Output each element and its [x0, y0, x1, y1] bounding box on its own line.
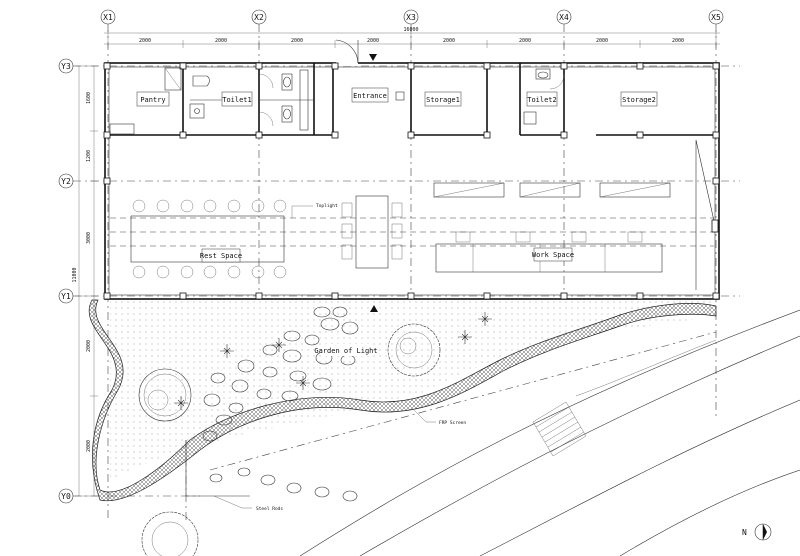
dimension-left-5: 2000: [86, 440, 92, 452]
structural-columns: [103, 62, 720, 300]
annotation-frp-screen: FRP Screen: [439, 420, 466, 426]
grid-bubble-x5: X5: [708, 9, 724, 420]
toilet2-room: Toilet2: [523, 68, 565, 125]
grid-label-x3: X3: [406, 13, 416, 22]
grid-bubble-y2: Y2: [58, 173, 740, 189]
dimension-left: 1600 1200 3000 2000 2000 11000: [72, 65, 98, 497]
room-label-storage2: Storage2: [622, 96, 656, 104]
dimension-top-2: 2000: [215, 38, 227, 44]
dimension-top-6: 2000: [519, 38, 531, 44]
entrance-room: Entrance: [351, 54, 405, 103]
grid-bubble-x1: X1: [100, 9, 116, 520]
room-label-work-space: Work Space: [532, 251, 574, 259]
street: [299, 309, 800, 556]
grid-label-y3: Y3: [61, 62, 71, 71]
annotation-toplight: Toplight: [316, 203, 338, 209]
room-label-garden: Garden of Light: [314, 347, 377, 355]
toilet-icon: [281, 73, 293, 91]
stools-bottom: [132, 265, 287, 279]
toilet-icon: [281, 105, 293, 123]
frp-screen: [88, 299, 717, 502]
dimension-left-3: 3000: [86, 232, 92, 244]
building: [103, 39, 720, 300]
garden-arrow-icon: [370, 305, 378, 312]
toilet-icon: [535, 68, 551, 80]
room-label-toilet1: Toilet1: [222, 96, 252, 104]
garden: Garden of Light Steel Rods FRP Screen: [88, 299, 717, 556]
stools-top: [132, 199, 287, 213]
basin-icon: [189, 103, 205, 119]
shrub-icons: [174, 312, 492, 410]
grid-label-y0: Y0: [61, 492, 71, 501]
grid-label-x4: X4: [559, 13, 569, 22]
north-arrow-icon: N: [742, 523, 772, 541]
grid-label-x1: X1: [103, 13, 113, 22]
tree-round: [387, 323, 441, 377]
basin-icon: [523, 111, 537, 125]
sink-icon: [192, 75, 210, 87]
dimension-top-5: 2000: [443, 38, 455, 44]
dimension-top: 16000 2000 2000 2000 2000 2000 2000 2000…: [104, 27, 720, 48]
dimension-top-7: 2000: [596, 38, 608, 44]
work-bench: [435, 243, 663, 273]
work-shelves: [433, 182, 671, 198]
annotation-steel-rods: Steel Rods: [256, 506, 283, 512]
stairs: [532, 401, 587, 457]
dimension-left-1: 1600: [86, 92, 92, 104]
dimension-top-4: 2000: [367, 38, 379, 44]
central-table: [341, 195, 403, 269]
room-label-toilet2: Toilet2: [527, 96, 557, 104]
storage2-room: Storage2: [620, 91, 658, 107]
room-label-entrance: Entrance: [353, 92, 387, 100]
grid-bubble-x3: X3: [403, 9, 419, 300]
dimension-top-8: 2000: [672, 38, 684, 44]
toplight-annotation: Toplight: [291, 203, 338, 218]
grid-label-y1: Y1: [61, 292, 71, 301]
north-label: N: [742, 528, 747, 537]
work-space: Work Space: [433, 182, 671, 273]
tree-bottom: [141, 511, 199, 556]
grid-label-x2: X2: [254, 13, 264, 22]
dimension-top-1: 2000: [139, 38, 151, 44]
room-label-rest-space: Rest Space: [200, 252, 242, 260]
dimension-top-3: 2000: [291, 38, 303, 44]
toilet1-room: Toilet1: [189, 69, 309, 131]
stepping-stones: [202, 306, 359, 502]
room-label-storage1: Storage1: [426, 96, 460, 104]
dimension-left-2: 1200: [86, 150, 92, 162]
pantry-room: Pantry: [109, 67, 182, 135]
grid-label-x5: X5: [711, 13, 721, 22]
tree-large: [138, 368, 192, 422]
grid-label-y2: Y2: [61, 177, 71, 186]
dimension-left-4: 2000: [86, 340, 92, 352]
dimension-left-overall: 11000: [72, 267, 78, 282]
storage1-room: Storage1: [424, 91, 462, 107]
room-label-pantry: Pantry: [140, 96, 165, 104]
entrance-arrow-icon: [369, 54, 377, 61]
grid-bubble-x2: X2: [251, 9, 267, 300]
rest-space: Rest Space: [130, 199, 287, 279]
